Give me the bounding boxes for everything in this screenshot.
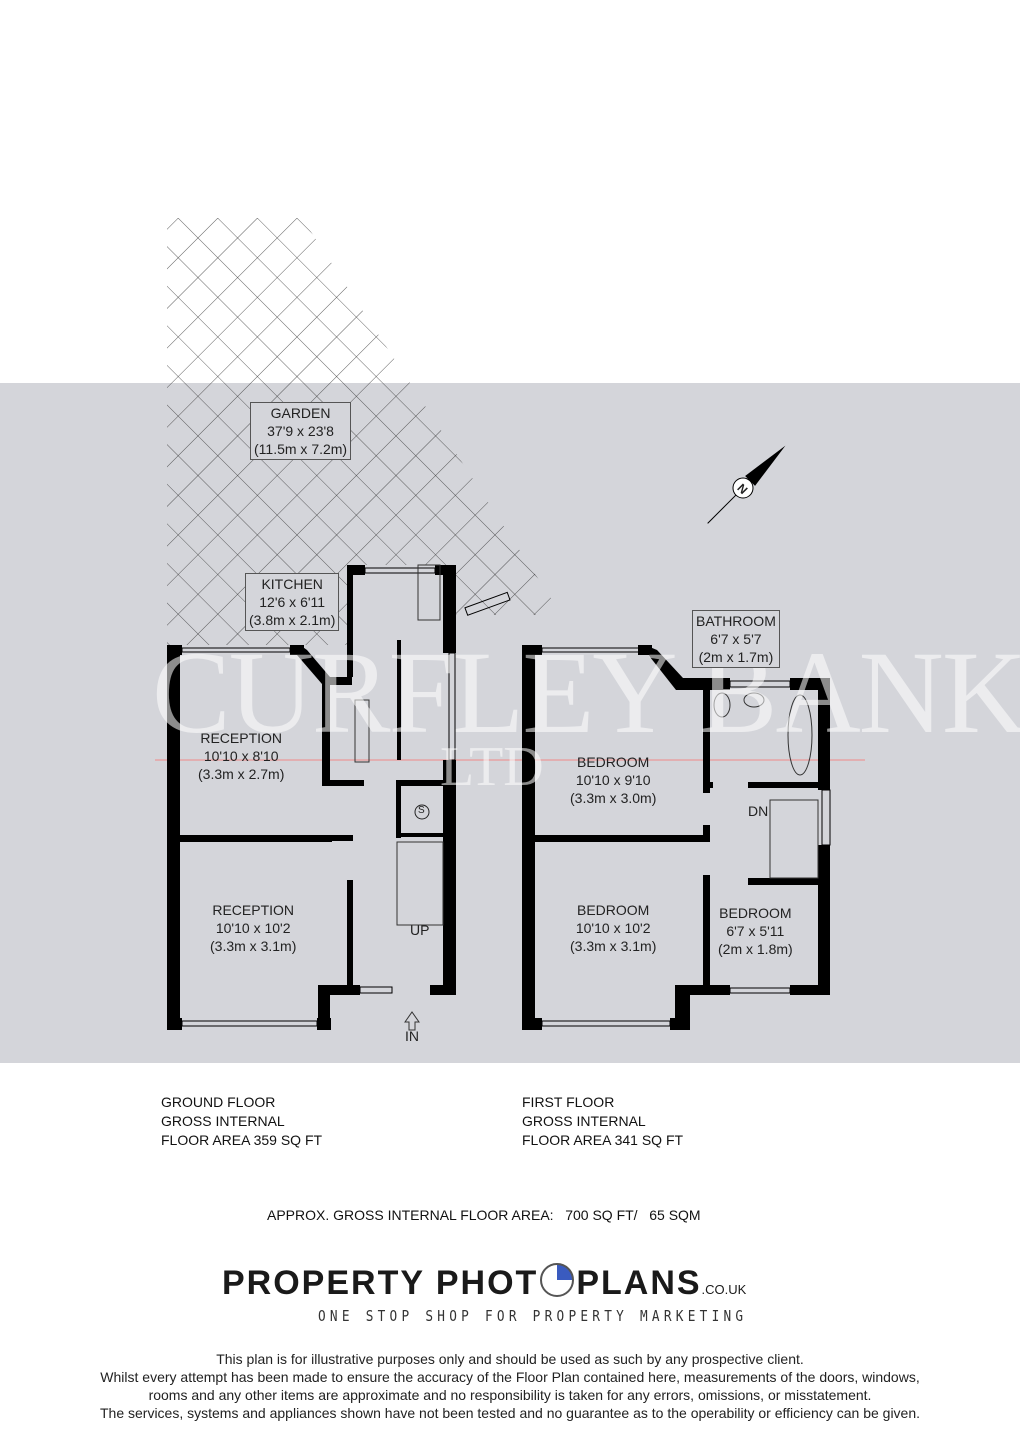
disclaimer: This plan is for illustrative purposes o… [99,1351,921,1421]
stairs-down-label: DN [748,803,769,819]
first-floor-walls [522,645,831,1030]
camera-aperture-icon [540,1263,575,1297]
entrance-arrow-icon [404,1011,420,1031]
north-compass-icon [707,445,786,524]
store-label: S [418,805,425,816]
entrance-label: IN [405,1028,419,1044]
stairs-up-label: UP [410,922,430,938]
ground-floor-walls [167,564,456,1030]
store-marker-circle [414,804,430,820]
garden-area [167,218,562,645]
watermark-line-2: LTD [440,736,544,798]
total-floor-area: APPROX. GROSS INTERNAL FLOOR AREA: 700 S… [267,1207,701,1223]
watermark-line-1: CURFLEY BANKS [152,627,1020,758]
garden-gate [464,591,511,616]
brand-tagline: ONE STOP SHOP FOR PROPERTY MARKETING [318,1307,748,1325]
